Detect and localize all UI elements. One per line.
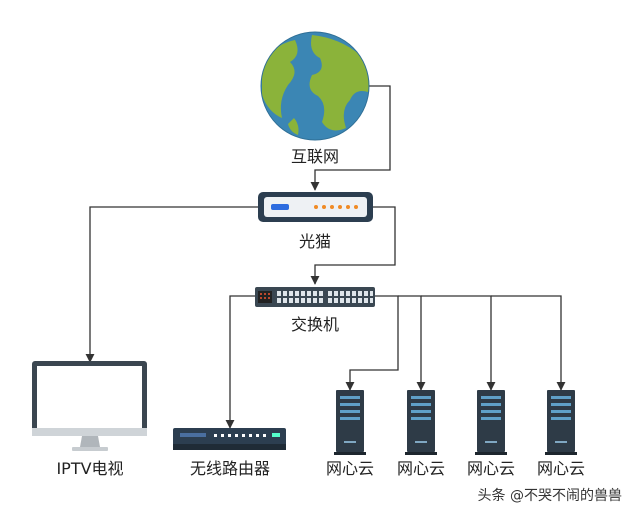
router-icon bbox=[173, 428, 286, 450]
link-switch-cloud-3 bbox=[421, 295, 496, 391]
server-icon bbox=[475, 390, 507, 455]
cloud-label-2: 网心云 bbox=[396, 459, 446, 478]
switch-label: 交换机 bbox=[290, 315, 340, 334]
iptv-label: IPTV电视 bbox=[56, 459, 124, 478]
cloud-label-4: 网心云 bbox=[536, 459, 586, 478]
internet-label: 互联网 bbox=[290, 147, 340, 166]
switch-icon bbox=[255, 287, 375, 307]
cloud-label-1: 网心云 bbox=[325, 459, 375, 478]
server-icon bbox=[334, 390, 366, 455]
link-switch-cloud-1 bbox=[345, 295, 399, 391]
link-modem-switch bbox=[310, 206, 396, 285]
cloud-label-3: 网心云 bbox=[466, 459, 516, 478]
router-label: 无线路由器 bbox=[189, 459, 271, 478]
link-internet-modem bbox=[310, 85, 391, 191]
link-switch-cloud-4 bbox=[491, 295, 566, 391]
server-icon bbox=[405, 390, 437, 455]
connection-lines bbox=[85, 85, 566, 429]
server-icon bbox=[545, 390, 577, 455]
modem-label: 光猫 bbox=[298, 232, 332, 251]
watermark: 头条 @不哭不闹的兽兽 bbox=[473, 483, 626, 507]
link-switch-cloud-2 bbox=[398, 295, 426, 391]
link-modem-iptv bbox=[85, 206, 258, 363]
globe-icon bbox=[260, 31, 370, 141]
link-switch-router bbox=[225, 295, 258, 429]
tv-icon bbox=[32, 361, 147, 451]
modem-icon bbox=[258, 192, 373, 222]
